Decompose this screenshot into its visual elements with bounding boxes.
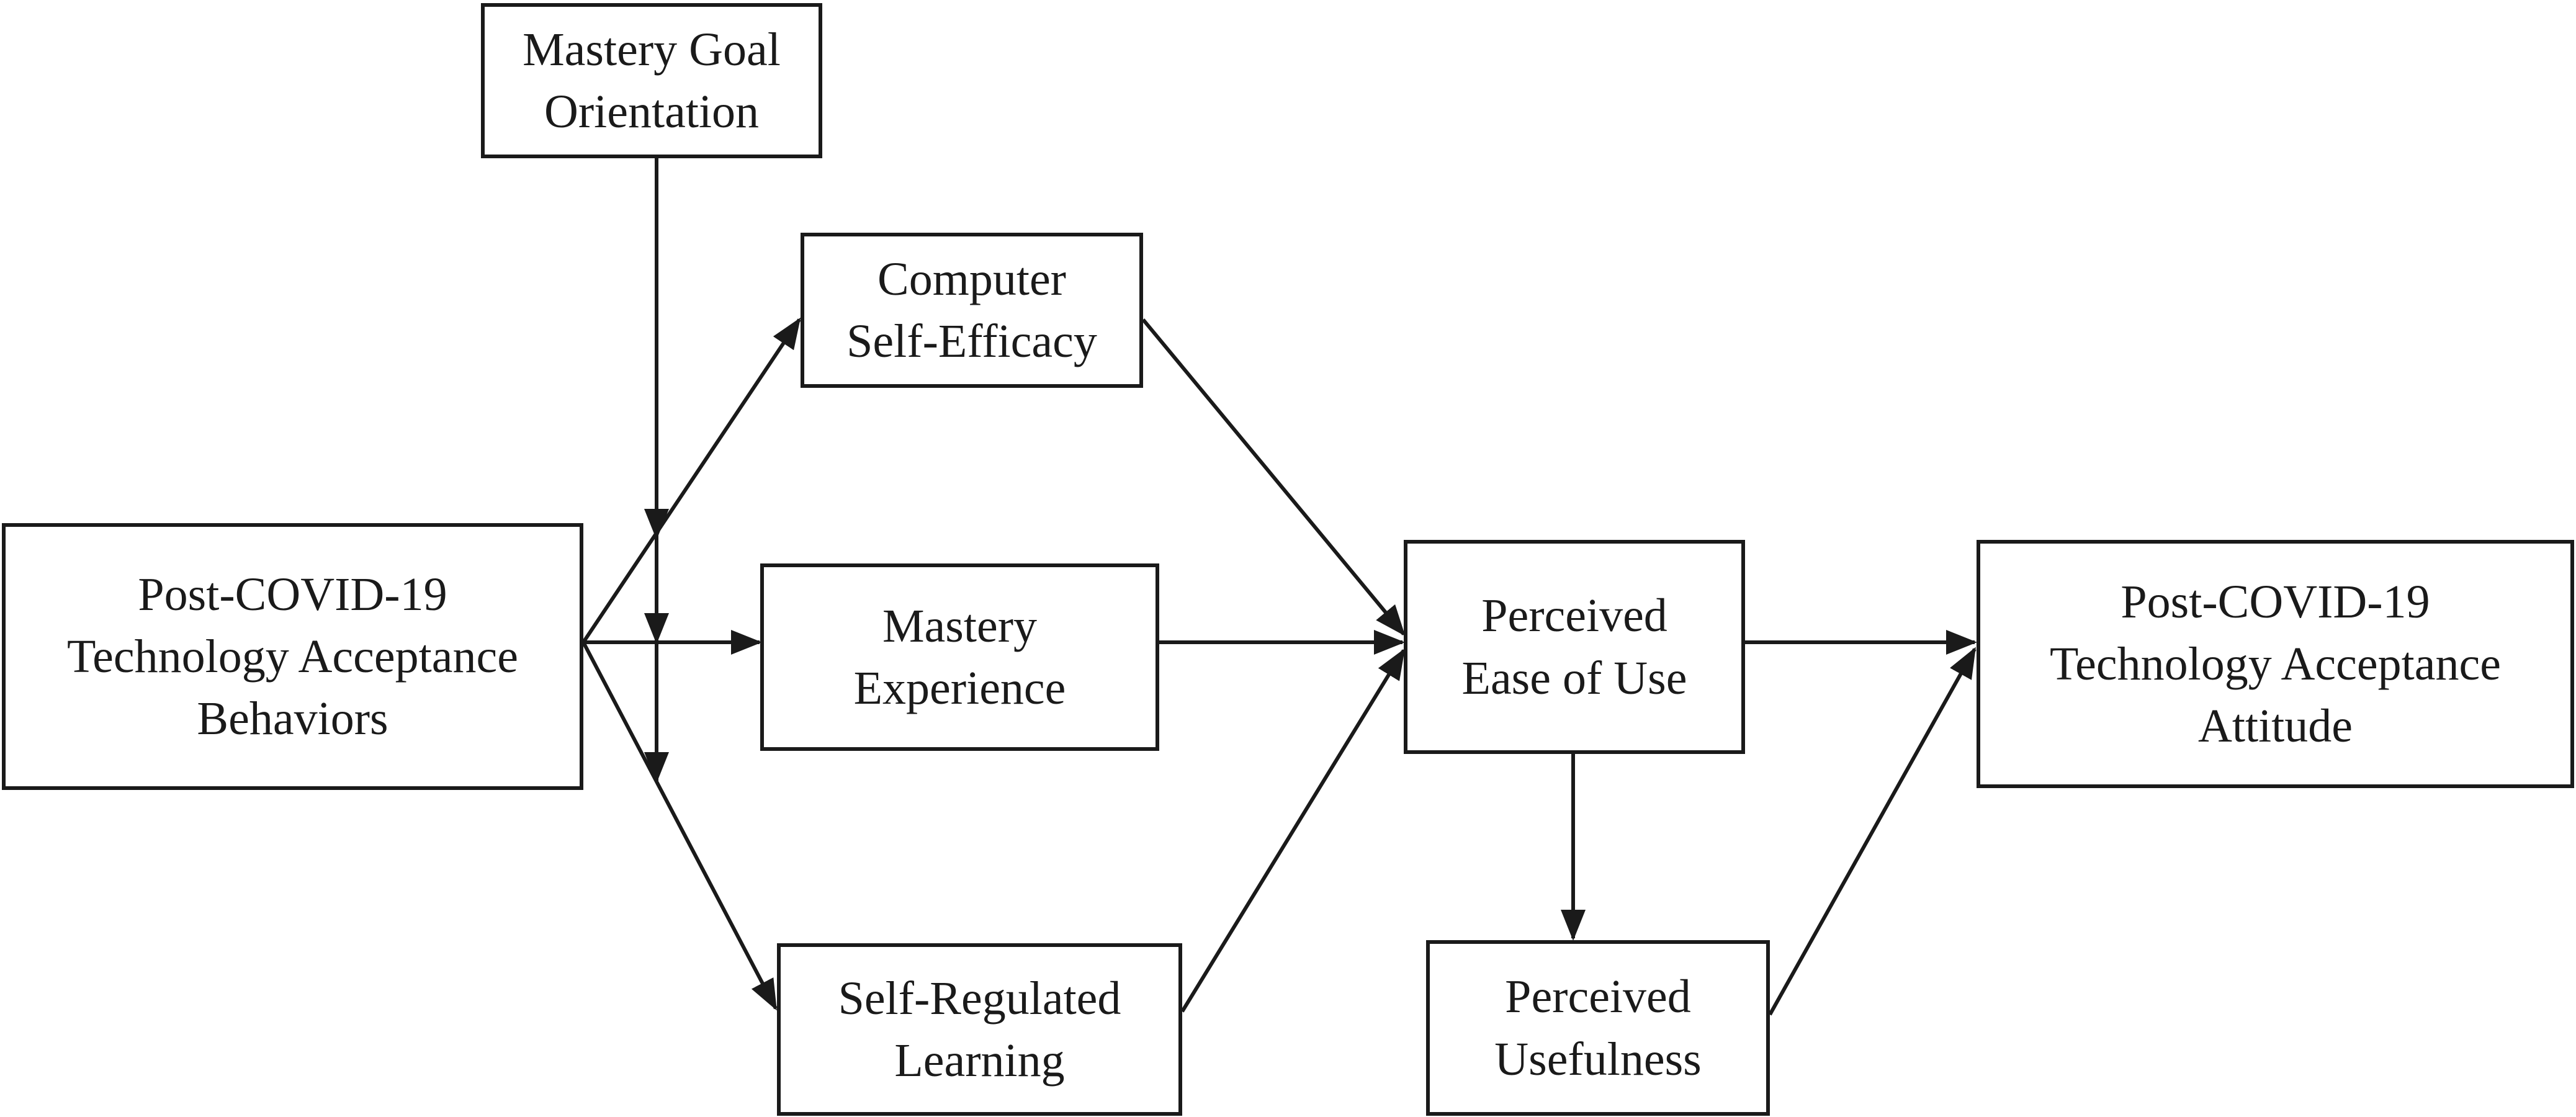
- post-covid-behaviors-box: Post-COVID-19 Technology Acceptance Beha…: [2, 523, 583, 790]
- post-covid-attitude-label: Post-COVID-19 Technology Acceptance Atti…: [2050, 575, 2501, 753]
- self-regulated-learning-label: Self-Regulated Learning: [838, 972, 1121, 1087]
- edge-behaviors-to-self-efficacy: [581, 317, 801, 644]
- mastery-goal-orientation-label: Mastery Goal Orientation: [523, 23, 781, 138]
- perceived-usefulness-label: Perceived Usefulness: [1494, 971, 1702, 1085]
- perceived-ease-of-use-box: Perceived Ease of Use: [1404, 540, 1745, 754]
- edge-behaviors-to-self-regulated: [581, 641, 778, 1011]
- edge-self-efficacy-to-ease-of-use: [1141, 318, 1406, 637]
- edge-self-regulated-to-ease-of-use: [1180, 648, 1406, 1013]
- edge-usefulness-to-attitude: [1768, 647, 1977, 1016]
- mastery-experience-label: Mastery Experience: [853, 599, 1066, 714]
- mastery-experience-box: Mastery Experience: [760, 563, 1159, 751]
- perceived-ease-of-use-label: Perceived Ease of Use: [1461, 590, 1687, 704]
- computer-self-efficacy-box: Computer Self-Efficacy: [801, 233, 1143, 388]
- self-regulated-learning-box: Self-Regulated Learning: [777, 943, 1182, 1116]
- post-covid-attitude-box: Post-COVID-19 Technology Acceptance Atti…: [1977, 540, 2574, 788]
- mastery-goal-orientation-box: Mastery Goal Orientation: [481, 3, 822, 158]
- computer-self-efficacy-label: Computer Self-Efficacy: [846, 253, 1097, 367]
- perceived-usefulness-box: Perceived Usefulness: [1426, 940, 1770, 1116]
- post-covid-behaviors-label: Post-COVID-19 Technology Acceptance Beha…: [67, 568, 518, 745]
